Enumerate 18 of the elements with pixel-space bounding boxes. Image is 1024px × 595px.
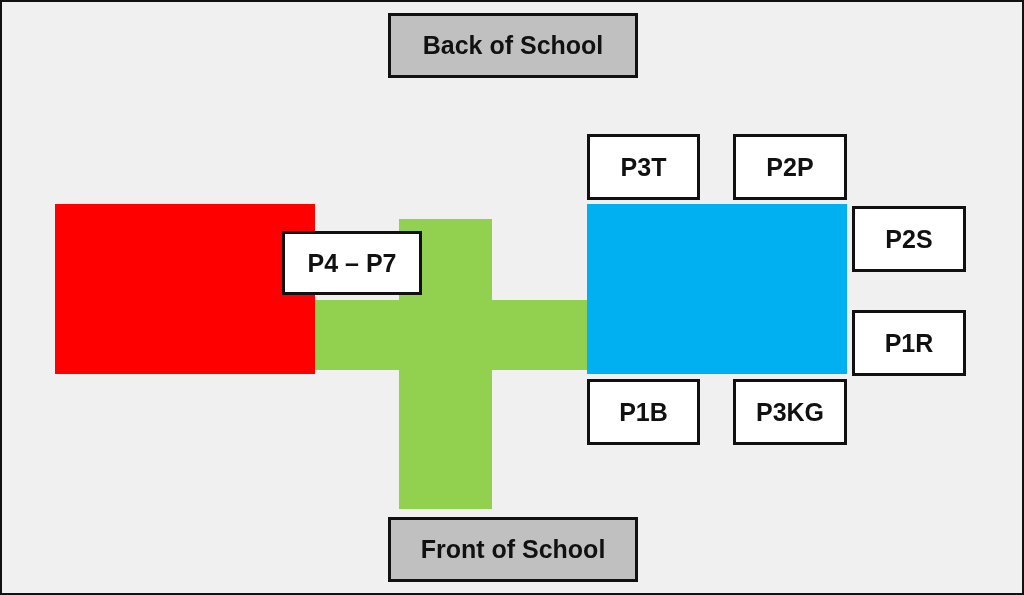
room-label: P2S [885,224,933,254]
room-label: Back of School [422,31,604,60]
room-box [733,134,847,200]
room-label: P2P [766,152,814,182]
room-label: P1B [619,397,668,427]
room-box [852,206,966,272]
sign-box [388,13,638,78]
room-box [852,310,966,376]
room-label: P1R [884,328,934,358]
room-label: P4 – P7 [307,248,397,278]
room-box [733,379,847,445]
room-label: P3T [620,152,667,182]
sign-box [388,517,638,582]
room-box [282,231,422,295]
room-box [587,134,700,200]
room-label: P3KG [755,397,825,427]
room-label: Front of School [420,535,606,564]
room-box [587,379,700,445]
